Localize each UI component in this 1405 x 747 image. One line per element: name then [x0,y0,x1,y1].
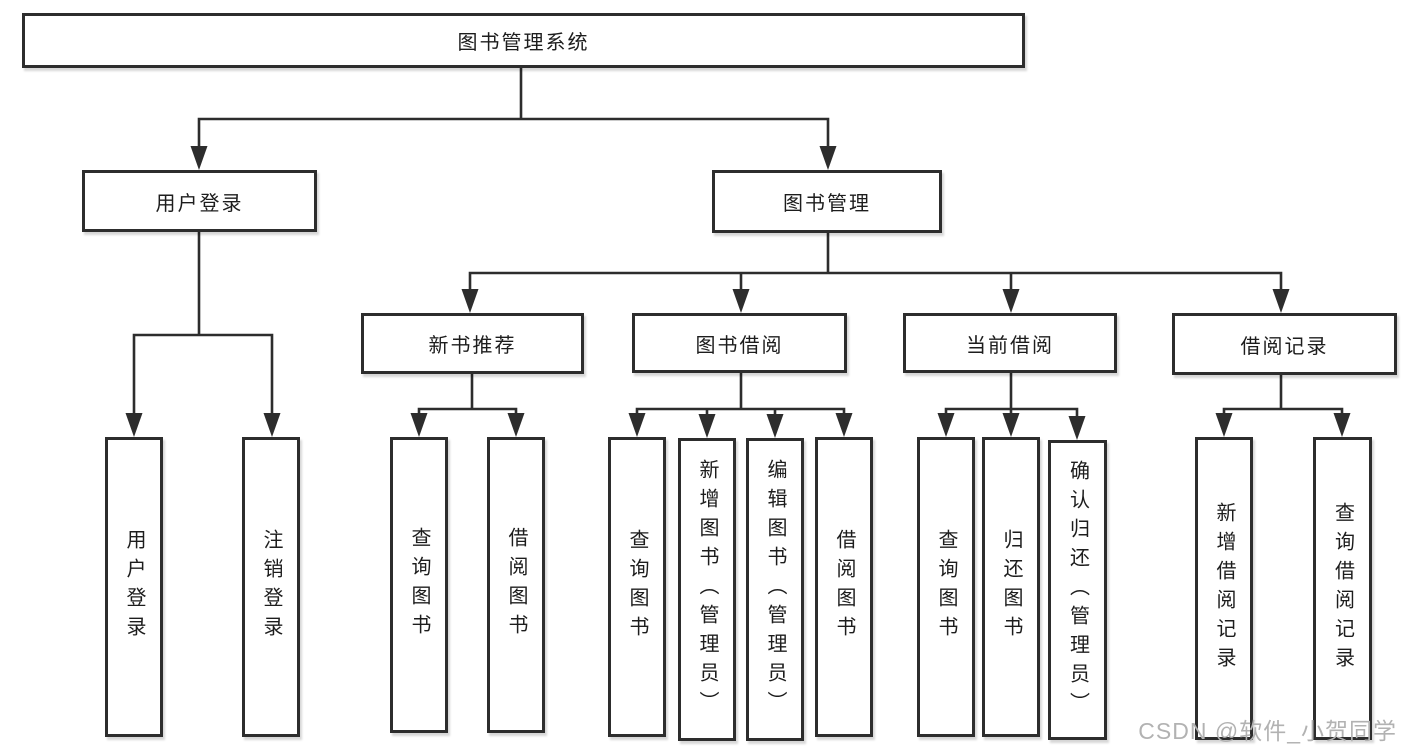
leaf-borrow-books-borrowing: 借阅图书 [815,437,873,737]
node-new-book-recommend: 新书推荐 [361,313,584,374]
leaf-query-borrow-record: 查询借阅记录 [1313,437,1372,740]
node-label: 借阅图书 [833,529,855,645]
arrow-down-icon [410,413,428,437]
node-label: 查询借阅记录 [1331,501,1354,676]
leaf-logout: 注销登录 [242,437,300,737]
node-book-borrowing: 图书借阅 [632,313,847,373]
node-label: 查询图书 [408,527,430,643]
node-book-management: 图书管理 [712,170,942,233]
arrow-down-icon [937,413,955,437]
leaf-query-books-borrowing: 查询图书 [608,437,666,737]
arrow-down-icon [1002,413,1020,437]
arrow-down-icon [1215,413,1233,437]
node-label: 新增图书（管理员） [696,459,718,720]
arrow-down-icon [1272,289,1290,313]
node-current-borrowing: 当前借阅 [903,313,1117,373]
node-label: 注销登录 [260,529,282,645]
arrow-down-icon [461,289,479,313]
node-label: 图书借阅 [695,334,784,357]
leaf-add-book-admin: 新增图书（管理员） [678,438,736,741]
leaf-return-book: 归还图书 [982,437,1040,737]
node-label: 确认归还（管理员） [1066,459,1089,721]
leaf-user-login: 用户登录 [105,437,163,737]
arrow-down-icon [698,414,716,438]
node-label: 用户登录 [123,529,145,645]
node-label: 当前借阅 [966,334,1054,357]
node-label: 借阅记录 [1240,335,1329,358]
arrow-down-icon [190,146,208,170]
arrow-down-icon [1068,416,1086,440]
leaf-edit-book-admin: 编辑图书（管理员） [746,438,804,741]
arrow-down-icon [263,413,281,437]
leaf-query-books-current: 查询图书 [917,437,975,737]
arrow-down-icon [1333,413,1351,437]
node-label: 查询图书 [935,529,957,645]
node-label: 新增借阅记录 [1213,501,1235,676]
leaf-confirm-return-admin: 确认归还（管理员） [1048,440,1107,740]
node-borrowing-records: 借阅记录 [1172,313,1397,375]
arrow-down-icon [507,413,525,437]
node-label: 新书推荐 [428,335,517,357]
node-label: 图书管理系统 [457,32,590,54]
arrow-down-icon [1002,289,1020,313]
arrow-down-icon [125,413,143,437]
arrow-down-icon [732,289,750,313]
tree-connector-path [132,66,1344,420]
leaf-add-borrow-record: 新增借阅记录 [1195,437,1253,740]
node-label: 编辑图书（管理员） [764,459,786,720]
node-label: 用户登录 [155,192,244,215]
leaf-borrow-books-recommend: 借阅图书 [487,437,545,733]
node-library-system-root: 图书管理系统 [22,13,1025,68]
node-label: 查询图书 [626,529,648,645]
arrow-down-icon [819,146,837,170]
arrow-down-icon [835,413,853,437]
node-label: 图书管理 [783,193,871,215]
leaf-query-books-recommend: 查询图书 [390,437,448,733]
arrow-down-icon [628,413,646,437]
node-user-login: 用户登录 [82,170,317,232]
connector-arrowheads [125,146,1351,440]
arrow-down-icon [766,414,784,438]
watermark: CSDN @软件_小贺同学 [1138,718,1397,744]
node-label: 借阅图书 [505,527,527,643]
node-label: 归还图书 [1000,529,1022,645]
